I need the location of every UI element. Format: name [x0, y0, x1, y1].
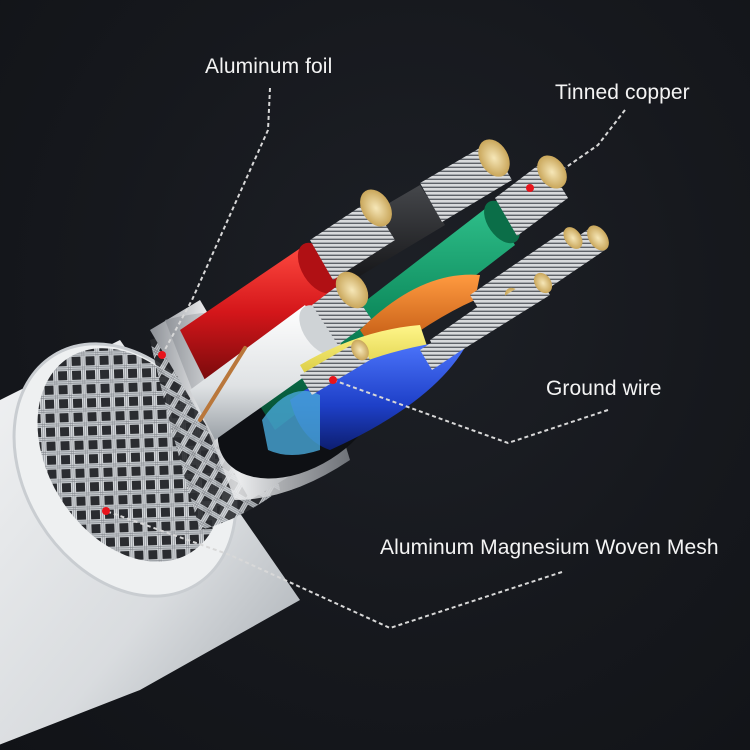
leader-woven-mesh [105, 510, 563, 630]
label-ground-wire: Ground wire [546, 377, 662, 400]
ground-wire-strands [300, 339, 370, 395]
marker-woven-mesh [102, 507, 110, 515]
leader-lines [105, 87, 626, 630]
marker-aluminum-foil [158, 351, 166, 359]
leader-ground-wire [332, 379, 609, 445]
conductor-white [190, 271, 372, 440]
markers [102, 184, 534, 515]
conductor-red [180, 189, 395, 380]
label-tinned-copper: Tinned copper [555, 81, 690, 104]
label-woven-mesh: Aluminum Magnesium Woven Mesh [380, 536, 719, 559]
drain-copper-wire [198, 346, 247, 422]
twisted-pair-strands [420, 225, 609, 370]
marker-tinned-copper [526, 184, 534, 192]
marker-ground-wire [329, 376, 337, 384]
conductor-blue [262, 338, 470, 455]
leader-aluminum-foil [161, 87, 271, 356]
label-aluminum-foil: Aluminum foil [205, 55, 333, 78]
leader-tinned-copper [564, 109, 626, 169]
